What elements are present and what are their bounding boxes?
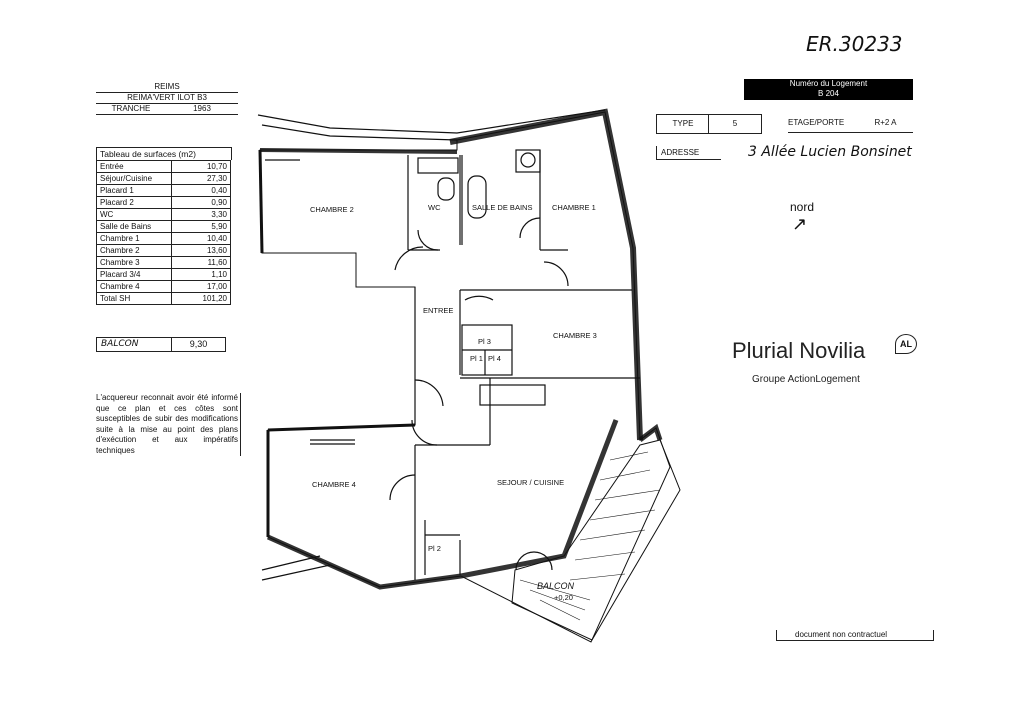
label-chambre-4: CHAMBRE 4 xyxy=(312,480,356,489)
footer-text: document non contractuel xyxy=(776,630,934,641)
label-chambre-1: CHAMBRE 1 xyxy=(552,203,596,212)
label-chambre-3: CHAMBRE 3 xyxy=(553,331,597,340)
surface-value: 101,20 xyxy=(171,292,231,305)
logement-number: B 204 xyxy=(818,89,839,98)
label-balcon-area: +0,20 xyxy=(554,593,573,602)
north-arrow-icon: ↗ xyxy=(792,214,808,234)
floor-label: ETAGE/PORTE xyxy=(788,114,858,133)
balcony-area xyxy=(511,439,681,641)
project-city: REIMS xyxy=(96,82,238,93)
room-labels: CHAMBRE 2 WC SALLE DE BAINS CHAMBRE 1 EN… xyxy=(310,203,597,602)
balcony-label: BALCON xyxy=(97,338,172,351)
label-placard-4: Pl 4 xyxy=(488,354,501,363)
label-placard-3: Pl 3 xyxy=(478,337,491,346)
balcony-box: BALCON 9,30 xyxy=(96,337,226,352)
north-label: nord xyxy=(790,200,815,214)
label-placard-2: Pl 2 xyxy=(428,544,441,553)
tranche-value: 1963 xyxy=(193,104,211,113)
document-reference: ER.30233 xyxy=(806,32,903,56)
brand-name: Plurial Novilia xyxy=(732,338,866,363)
type-floor-row: TYPE 5 ETAGE/PORTE R+2 A xyxy=(656,114,913,134)
logement-header-label: Numéro du Logement xyxy=(789,79,868,88)
surface-value: 17,00 xyxy=(171,280,231,293)
brand-tagline: Groupe ActionLogement xyxy=(752,374,860,385)
label-balcon: BALCON xyxy=(537,581,575,591)
brand-badge-icon: AL xyxy=(895,334,917,354)
address-label: ADRESSE xyxy=(656,146,721,160)
label-salle-de-bains: SALLE DE BAINS xyxy=(472,203,532,212)
project-header: REIMS REIMA'VERT ILOT B3 TRANCHE 1963 xyxy=(96,82,238,115)
type-value: 5 xyxy=(708,114,762,134)
logement-header: Numéro du Logement B 204 xyxy=(744,79,913,100)
floor-value: R+2 A xyxy=(858,114,913,133)
surface-label: Total SH xyxy=(96,292,172,305)
tranche-label: TRANCHE xyxy=(111,104,151,113)
label-placard-1: Pl 1 xyxy=(470,354,483,363)
type-label: TYPE xyxy=(656,114,709,134)
surfaces-title: Tableau de surfaces (m2) xyxy=(96,147,232,160)
label-entree: ENTREE xyxy=(423,306,453,315)
label-wc: WC xyxy=(428,203,441,212)
disclaimer-text: L'acquereur reconnait avoir été informé … xyxy=(96,393,241,456)
address-value: 3 Allée Lucien Bonsinet xyxy=(748,144,912,160)
label-chambre-2: CHAMBRE 2 xyxy=(310,205,354,214)
label-sejour-cuisine: SEJOUR / CUISINE xyxy=(497,478,564,487)
plan-walls xyxy=(257,108,671,643)
project-program: REIMA'VERT ILOT B3 xyxy=(96,93,238,104)
balcony-value: 9,30 xyxy=(189,339,208,349)
